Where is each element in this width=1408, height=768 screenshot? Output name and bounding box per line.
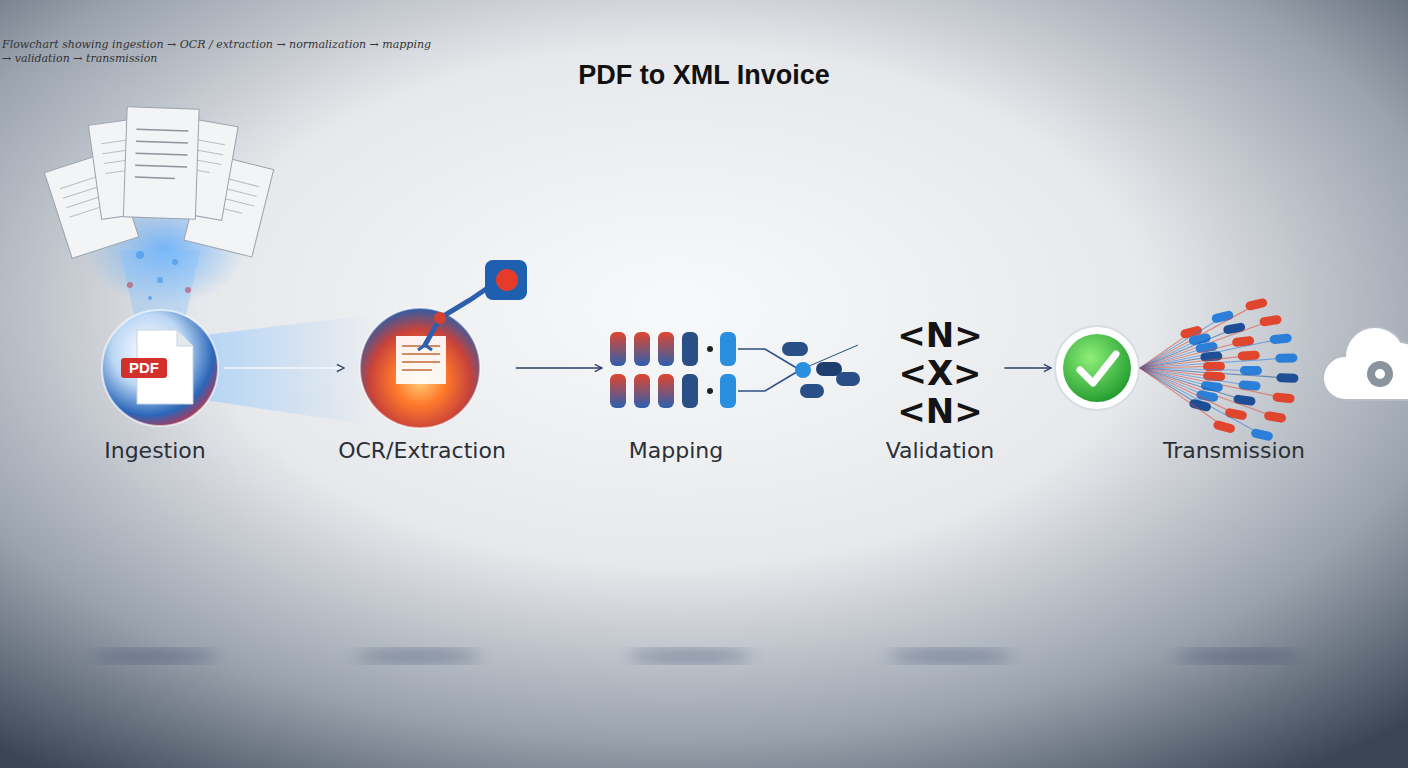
flow-arrow	[516, 367, 602, 369]
pdf-tag: PDF	[121, 358, 167, 378]
stage-label: Mapping	[629, 438, 723, 463]
pdf-icon	[102, 310, 218, 426]
cloud-icon	[1323, 327, 1408, 400]
note: Flowchart showing ingestion → OCR / extr…	[2, 38, 432, 66]
flow-arrow	[224, 367, 344, 369]
process-stage: OCR/Extraction	[332, 300, 512, 463]
process-stage: Ingestion	[90, 300, 220, 463]
flow-arrow	[1004, 367, 1051, 369]
xml-tag: <N>	[885, 316, 995, 354]
stage-label: Ingestion	[104, 438, 206, 463]
process-stage: Transmission	[1055, 300, 1305, 463]
xml-tag: <N>	[885, 392, 995, 430]
ocr-icon	[360, 260, 527, 428]
paper-stack	[44, 107, 273, 259]
data-streaks	[1140, 298, 1299, 442]
check-icon	[1055, 326, 1139, 410]
xml-tag: <X>	[885, 354, 995, 392]
diagram-title: PDF to XML Invoice	[0, 60, 1408, 91]
process-stage: Mapping	[606, 300, 746, 463]
stage-label: Transmission	[1163, 438, 1305, 463]
stage-label: Validation	[886, 438, 995, 463]
mapping-icon	[610, 332, 860, 408]
stage-label: OCR/Extraction	[338, 438, 506, 463]
